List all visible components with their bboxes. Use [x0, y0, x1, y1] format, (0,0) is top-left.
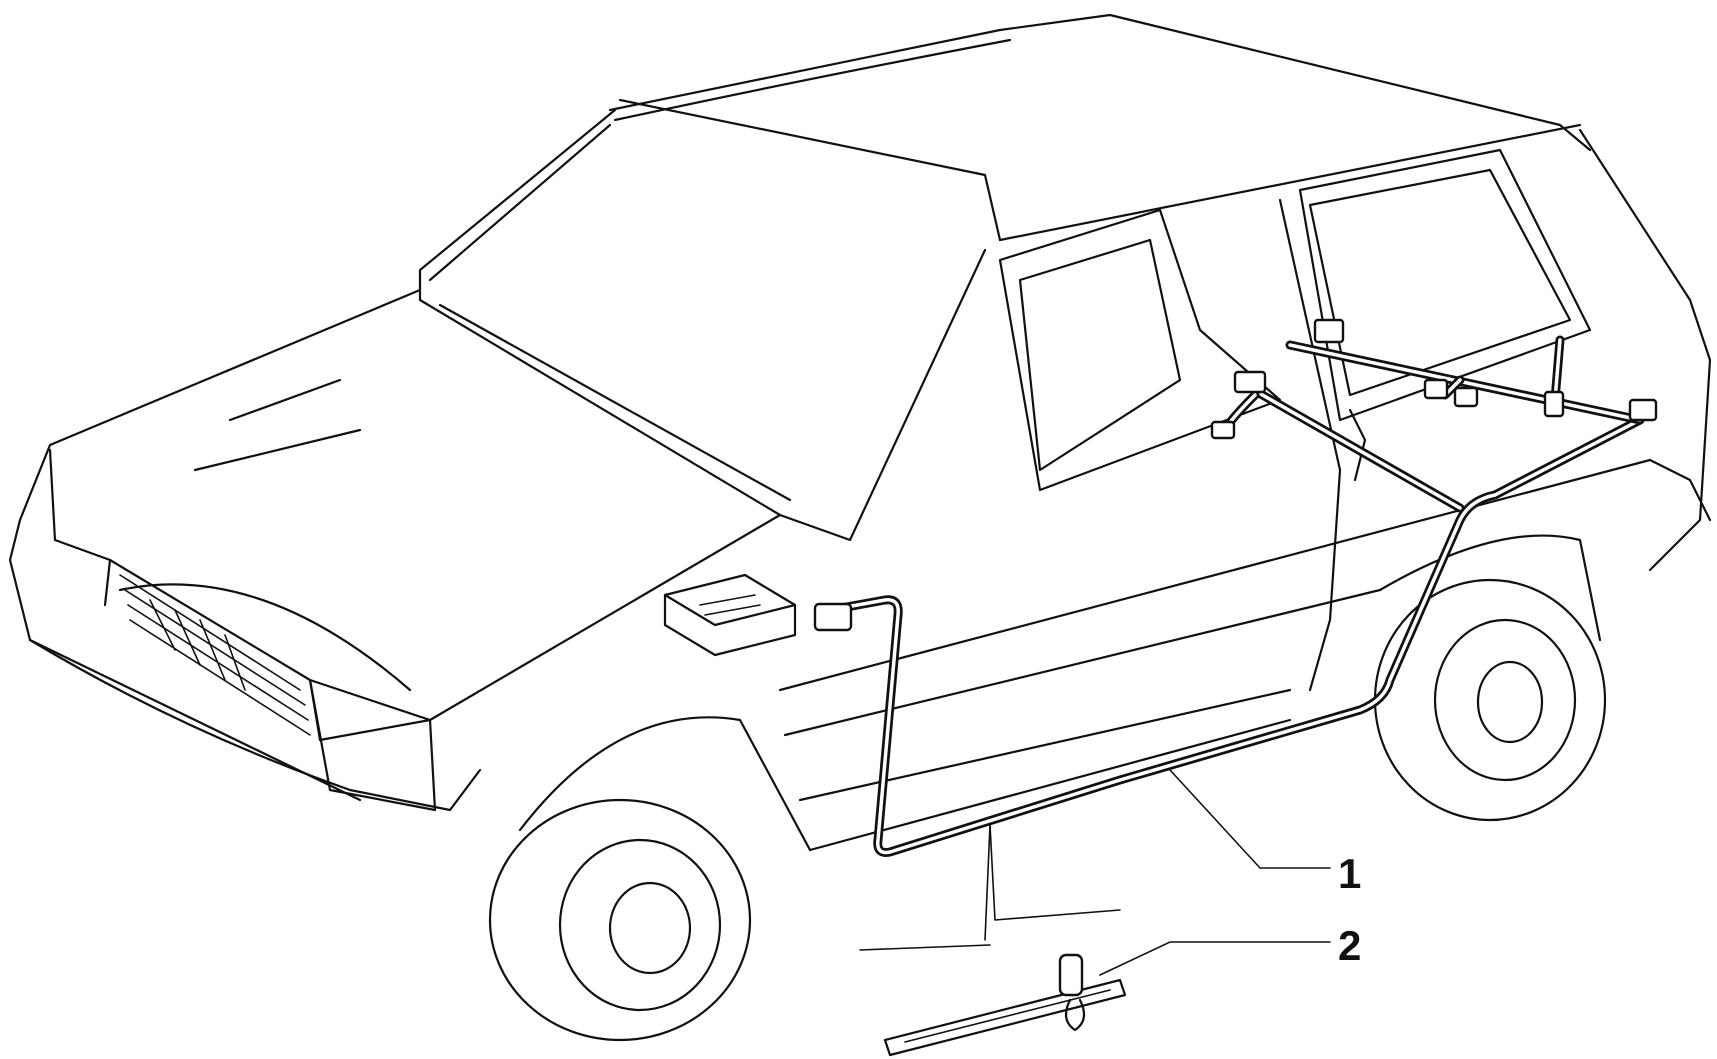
rear-wheel [1373, 578, 1607, 822]
roof-front-edge [618, 98, 987, 177]
rear-wheel-arch [1378, 534, 1602, 642]
roof-side-edge [998, 123, 1582, 242]
rocker-panel [808, 718, 1292, 852]
side-crease [783, 588, 1382, 737]
hood-front [118, 583, 412, 692]
connector-dash [1233, 370, 1267, 394]
connector-rear-top [1313, 318, 1345, 344]
grille [119, 574, 311, 736]
car-body [8, 13, 1712, 1042]
leader-1 [1169, 769, 1331, 869]
hood-edge [18, 288, 422, 522]
roof-line [608, 13, 1592, 152]
windshield-outline [418, 108, 987, 542]
door-gap [1278, 198, 1342, 692]
side-window-front [998, 208, 1282, 492]
front-face [53, 538, 322, 742]
wiring-harness [813, 318, 1658, 857]
front-wheel [488, 798, 752, 1042]
side-window-rear [1298, 148, 1592, 422]
headlight [308, 678, 437, 812]
callout-1: 1 [1338, 850, 1361, 897]
front-wheel-arch [518, 716, 812, 852]
callout-2: 2 [1338, 922, 1361, 969]
leader-2 [1099, 941, 1331, 976]
roof-edge [613, 38, 1012, 122]
grille-cross [149, 599, 246, 691]
rear-edge [1578, 128, 1712, 572]
cable-clip [883, 953, 1127, 1057]
callout-leaders [859, 769, 1331, 976]
connector-front [813, 602, 853, 632]
leader-bracket [989, 824, 1121, 921]
fuse-box [663, 573, 797, 657]
connector-rear [1628, 398, 1658, 422]
